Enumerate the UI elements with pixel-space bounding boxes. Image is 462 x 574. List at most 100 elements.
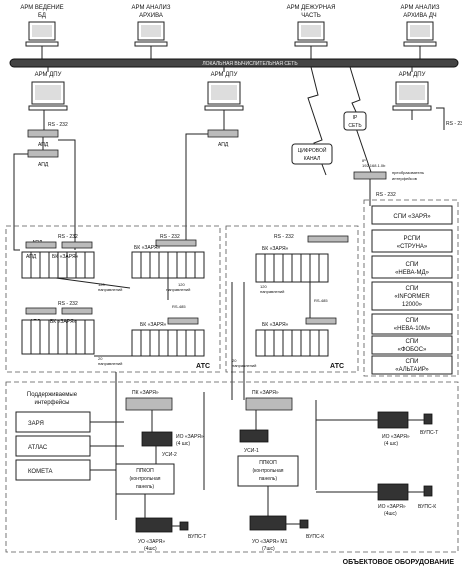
svg-text:БК «ЗАРЯ»: БК «ЗАРЯ» — [50, 319, 77, 325]
workstation-archive: АРМ АНАЛИЗ АРХИВА — [132, 5, 171, 47]
svg-text:БК «ЗАРЯ»: БК «ЗАРЯ» — [52, 254, 79, 260]
bk-mid-bottom: БК «ЗАРЯ» — [131, 317, 205, 357]
svg-text:УСИ-1: УСИ-1 — [244, 448, 259, 454]
workstation-db-label-2: БД — [38, 13, 46, 19]
rs232-label: RS - 232 — [376, 192, 396, 198]
lan-label: ЛОКАЛЬНАЯ ВЫЧИСЛИТЕЛЬНАЯ СЕТЬ — [202, 61, 298, 67]
svg-text:RS - 232: RS - 232 — [58, 301, 78, 307]
svg-text:БК «ЗАРЯ»: БК «ЗАРЯ» — [134, 245, 161, 251]
object-equipment-region — [5, 381, 459, 553]
svg-text:БК «ЗАРЯ»: БК «ЗАРЯ» — [262, 246, 289, 252]
svg-text:192.168.1.0b: 192.168.1.0b — [362, 163, 386, 168]
ats-right-region — [225, 225, 359, 373]
svg-text:(4шс): (4шс) — [144, 546, 157, 552]
dpu-right: АРМ ДПУ — [392, 72, 432, 111]
svg-text:КОМЕТА: КОМЕТА — [28, 469, 53, 475]
svg-text:(4шс): (4шс) — [384, 511, 397, 517]
svg-text:RS - 232: RS - 232 — [58, 234, 78, 240]
svg-text:120: 120 — [178, 282, 185, 287]
pk-right: ПК «ЗАРЯ» — [245, 390, 293, 411]
spi-item: СПИ «ЗАРЯ» — [371, 205, 453, 225]
lan-bus: ЛОКАЛЬНАЯ ВЫЧИСЛИТЕЛЬНАЯ СЕТЬ — [9, 58, 459, 68]
spi-item: СПИ «ФОБОС» — [371, 335, 453, 355]
svg-text:RS - 232: RS - 232 — [274, 234, 294, 240]
svg-text:ИО «ЗАРЯ»: ИО «ЗАРЯ» — [378, 504, 406, 510]
svg-text:(4 шс): (4 шс) — [176, 441, 190, 447]
svg-text:«НЕВА-10М»: «НЕВА-10М» — [394, 326, 431, 332]
svg-text:СЕТЬ: СЕТЬ — [348, 123, 362, 129]
usi-right: УСИ-1 — [239, 429, 269, 454]
converter: IP 192.168.1.0b преобразователь интерфей… — [353, 158, 424, 198]
bk-mid-top: RS - 232 БК «ЗАРЯ» — [131, 234, 205, 279]
apd-mid: АПД — [207, 129, 239, 148]
svg-text:«ФОБОС»: «ФОБОС» — [398, 347, 427, 353]
svg-text:АПД: АПД — [26, 254, 37, 260]
workstation-db: АРМ ВЕДЕНИЕ БД — [20, 5, 64, 47]
spi-item: СПИ «АЛЬТАИР» — [371, 355, 453, 375]
io-right-bottom: ВУПС-К ИО «ЗАРЯ» (4шс) — [377, 483, 436, 517]
spi-item: СПИ «НЕВА-10М» — [371, 313, 453, 335]
svg-text:ППКОП: ППКОП — [259, 460, 277, 466]
bk-right-bottom: БК «ЗАРЯ» — [255, 317, 337, 357]
svg-text:(контрольная: (контрольная — [253, 468, 284, 474]
spi-item: СПИ «НЕВА-МД» — [371, 255, 453, 279]
apd-left: RS - 232 АПД АПД — [27, 122, 68, 168]
svg-text:СПИ: СПИ — [406, 359, 419, 365]
workstation-duty-label-2: ЧАСТЬ — [301, 13, 321, 19]
svg-text:направлений: направлений — [98, 287, 122, 292]
svg-text:«АЛЬТАИР»: «АЛЬТАИР» — [395, 367, 429, 373]
svg-text:БК «ЗАРЯ»: БК «ЗАРЯ» — [262, 322, 289, 328]
uo-left: УО «ЗАРЯ» (4шс) ВУПС-Т — [135, 517, 206, 552]
svg-text:ВУПС-Т: ВУПС-Т — [188, 534, 206, 540]
workstation-archive-dch: АРМ АНАЛИЗ АРХИВА ДЧ — [401, 5, 440, 47]
workstation-archive-dch-label: АРМ АНАЛИЗ — [401, 5, 440, 11]
svg-text:панель): панель) — [259, 476, 277, 482]
svg-text:РСПИ: РСПИ — [404, 236, 421, 242]
bk-right-top: RS - 232 БК «ЗАРЯ» — [255, 234, 349, 283]
svg-text:УСИ-2: УСИ-2 — [162, 452, 177, 458]
svg-text:ВУПС-К: ВУПС-К — [306, 534, 324, 540]
io-left: ИО «ЗАРЯ» (4 шс) УСИ-2 — [141, 431, 204, 458]
svg-text:УО «ЗАРЯ»: УО «ЗАРЯ» — [138, 539, 165, 545]
apd-label: АПД — [38, 162, 49, 168]
rs485-label: RS-485 — [172, 304, 186, 309]
svg-text:RS-485: RS-485 — [314, 298, 328, 303]
svg-text:интерфейсы: интерфейсы — [35, 399, 70, 406]
svg-text:«INFORMER: «INFORMER — [394, 294, 430, 300]
svg-text:БК «ЗАРЯ»: БК «ЗАРЯ» — [140, 322, 167, 328]
ats-left-label: АТС — [196, 363, 210, 370]
svg-text:направлений: направлений — [260, 289, 284, 294]
workstation-db-label: АРМ ВЕДЕНИЕ — [20, 5, 63, 11]
rs232-label: RS - 232 — [446, 121, 462, 127]
digital-channel-label: ЦИФРОВОЙ КАНАЛ — [291, 143, 333, 165]
workstation-archive-dch-label-2: АРХИВА ДЧ — [403, 13, 436, 19]
svg-text:ПК «ЗАРЯ»: ПК «ЗАРЯ» — [252, 390, 279, 396]
ats-left-region — [5, 225, 221, 373]
svg-text:20: 20 — [232, 358, 237, 363]
footer-label: ОБЪЕКТОВОЕ ОБОРУДОВАНИЕ — [343, 559, 455, 566]
svg-text:КАНАЛ: КАНАЛ — [304, 156, 321, 162]
svg-text:направлений: направлений — [166, 287, 190, 292]
svg-text:панель): панель) — [136, 484, 154, 490]
svg-text:СПИ «ЗАРЯ»: СПИ «ЗАРЯ» — [393, 214, 431, 220]
svg-text:ИО «ЗАРЯ»: ИО «ЗАРЯ» — [382, 434, 410, 440]
svg-text:СПИ: СПИ — [406, 262, 419, 268]
svg-text:RS - 232: RS - 232 — [160, 234, 180, 240]
svg-text:120: 120 — [260, 284, 267, 289]
spi-region — [363, 199, 459, 377]
svg-text:ВУПС-Т: ВУПС-Т — [420, 430, 438, 436]
svg-text:УО «ЗАРЯ» М1: УО «ЗАРЯ» М1 — [252, 539, 288, 545]
dpu-right-label: АРМ ДПУ — [399, 72, 426, 78]
pk-left: ПК «ЗАРЯ» — [125, 390, 173, 411]
svg-text:ППКОП: ППКОП — [136, 468, 154, 474]
bk-left-bottom: RS - 232 АПД БК «ЗАРЯ» — [21, 301, 95, 355]
svg-text:ВУПС-К: ВУПС-К — [418, 504, 436, 510]
svg-text:ПК «ЗАРЯ»: ПК «ЗАРЯ» — [132, 390, 159, 396]
svg-text:СПИ: СПИ — [406, 318, 419, 324]
dpu-mid-label: АРМ ДПУ — [211, 72, 238, 78]
dpu-mid: АРМ ДПУ — [204, 72, 244, 111]
svg-text:АТЛАС: АТЛАС — [28, 445, 48, 451]
io-right-top: ВУПС-Т ИО «ЗАРЯ» (4 шс) — [377, 411, 438, 447]
workstation-archive-label-2: АРХИВА — [139, 13, 163, 19]
workstation-duty-label: АРМ ДЕЖУРНАЯ — [287, 5, 336, 11]
